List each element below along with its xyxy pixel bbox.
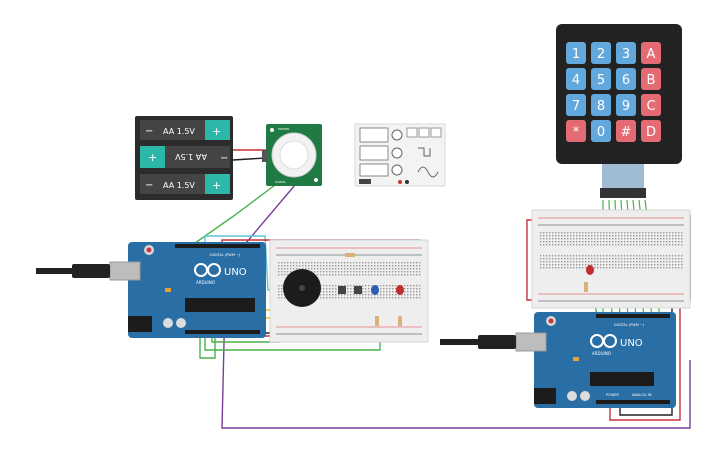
pir-mount-hole-2 bbox=[314, 178, 318, 182]
resistor-right[interactable] bbox=[584, 282, 588, 292]
keypad-key-label: 3 bbox=[622, 47, 630, 62]
arduino-left-usb-port[interactable] bbox=[109, 261, 141, 281]
wire-battery-black bbox=[232, 157, 266, 161]
led-red-left[interactable] bbox=[396, 285, 404, 295]
battery-cell-2-label: AA 1.5V bbox=[175, 152, 207, 161]
battery-cell-1: − AA 1.5V + bbox=[140, 120, 230, 140]
keypad-key-label: B bbox=[647, 73, 656, 88]
arduino-left-led bbox=[165, 288, 171, 292]
fg-knob-2[interactable] bbox=[391, 147, 403, 159]
resistor-3[interactable] bbox=[398, 316, 402, 326]
battery-cell-3-plus: + bbox=[212, 179, 221, 192]
pir-mount-hole-1 bbox=[270, 128, 274, 132]
breadboard-right[interactable] bbox=[531, 209, 691, 309]
pir-pin-power: POWER bbox=[278, 127, 289, 131]
keypad-key[interactable]: 3 bbox=[616, 42, 636, 64]
pir-sensor[interactable]: POWER SIGNAL bbox=[262, 124, 322, 186]
keypad-key[interactable]: * bbox=[566, 120, 586, 142]
fg-knob-1[interactable] bbox=[391, 129, 403, 141]
pushbutton-2[interactable] bbox=[354, 286, 362, 294]
arduino-left-logo-text: ARDUINO bbox=[196, 280, 215, 285]
pushbutton-1[interactable] bbox=[338, 286, 346, 294]
keypad-key[interactable]: D bbox=[641, 120, 661, 142]
arduino-right-brand: UNO bbox=[620, 338, 643, 349]
battery-cell-1-label: AA 1.5V bbox=[163, 127, 195, 136]
keypad-key[interactable]: C bbox=[641, 94, 661, 116]
keypad-key-label: # bbox=[621, 125, 632, 140]
keypad-key[interactable]: A bbox=[641, 42, 661, 64]
battery-cell-3: − AA 1.5V + bbox=[140, 174, 230, 194]
keypad-key[interactable]: 2 bbox=[591, 42, 611, 64]
keypad[interactable]: 1 2 3 A 4 5 6 B 7 8 9 C * 0 # D bbox=[556, 24, 682, 198]
battery-cell-2-plus: + bbox=[148, 151, 157, 164]
keypad-key-label: 7 bbox=[572, 99, 580, 114]
keypad-key-label: C bbox=[646, 99, 655, 114]
keypad-key[interactable]: 1 bbox=[566, 42, 586, 64]
keypad-key-label: 1 bbox=[572, 47, 580, 62]
fg-knob-3[interactable] bbox=[391, 164, 403, 176]
keypad-key-label: * bbox=[573, 125, 580, 140]
arduino-right-led bbox=[573, 357, 579, 361]
keypad-key[interactable]: 6 bbox=[616, 68, 636, 90]
wire-pir-purple bbox=[221, 184, 691, 429]
keypad-key[interactable]: B bbox=[641, 68, 661, 90]
battery-cell-3-minus: − bbox=[145, 180, 153, 191]
breadboard-right-holes bbox=[540, 232, 683, 269]
battery-cell-3-label: AA 1.5V bbox=[163, 181, 195, 190]
keypad-key-label: 9 bbox=[622, 99, 630, 114]
battery-cell-2: + AA 1.5V − bbox=[140, 146, 230, 168]
battery-cell-2-minus: − bbox=[220, 153, 228, 164]
keypad-keys: 1 2 3 A 4 5 6 B 7 8 9 C * 0 # D bbox=[566, 42, 661, 142]
battery-cell-1-minus: − bbox=[145, 126, 153, 137]
keypad-key[interactable]: 0 bbox=[591, 120, 611, 142]
led-red-right[interactable] bbox=[586, 265, 594, 275]
resistor-2[interactable] bbox=[375, 316, 379, 326]
arduino-left-brand: UNO bbox=[224, 267, 247, 278]
keypad-key-label: 0 bbox=[597, 125, 605, 140]
function-generator[interactable] bbox=[354, 123, 446, 187]
battery-pack[interactable]: − AA 1.5V + + AA 1.5V − − AA 1.5V + bbox=[135, 116, 233, 200]
battery-cell-1-plus: + bbox=[212, 125, 221, 138]
arduino-right-logo-text: ARDUINO bbox=[592, 351, 611, 356]
resistor-1[interactable] bbox=[345, 253, 355, 257]
wire-battery-red bbox=[233, 140, 269, 151]
keypad-key-label: 4 bbox=[572, 73, 580, 88]
keypad-key[interactable]: 8 bbox=[591, 94, 611, 116]
arduino-right-digital-label: DIGITAL (PWM ~) bbox=[614, 323, 645, 327]
keypad-key[interactable]: 7 bbox=[566, 94, 586, 116]
keypad-key[interactable]: 9 bbox=[616, 94, 636, 116]
keypad-key-label: 8 bbox=[597, 99, 605, 114]
arduino-left-digital-label: DIGITAL (PWM ~) bbox=[210, 253, 241, 257]
led-blue[interactable] bbox=[371, 285, 379, 295]
keypad-key-label: 5 bbox=[597, 73, 605, 88]
arduino-right-analog-label: ANALOG IN bbox=[632, 393, 652, 397]
keypad-key-label: 6 bbox=[622, 73, 630, 88]
arduino-right-power-label: POWER bbox=[606, 393, 620, 397]
keypad-key[interactable]: 5 bbox=[591, 68, 611, 90]
keypad-key[interactable]: # bbox=[616, 120, 636, 142]
keypad-key-label: A bbox=[647, 47, 656, 62]
keypad-key-label: D bbox=[646, 125, 656, 140]
keypad-key-label: 2 bbox=[597, 47, 605, 62]
arduino-left[interactable]: UNO ARDUINO DIGITAL (PWM ~) bbox=[36, 242, 266, 338]
arduino-right[interactable]: UNO ARDUINO DIGITAL (PWM ~) POWER ANALOG… bbox=[440, 312, 676, 408]
arduino-right-usb-port[interactable] bbox=[515, 332, 547, 352]
keypad-key[interactable]: 4 bbox=[566, 68, 586, 90]
pir-pin-signal: SIGNAL bbox=[275, 180, 286, 184]
